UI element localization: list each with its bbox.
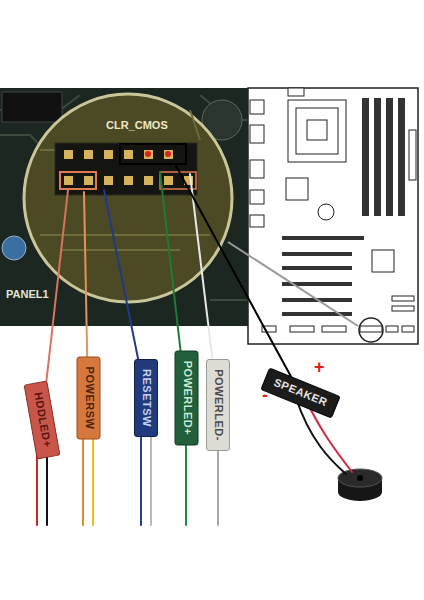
cpu-socket	[296, 108, 338, 154]
cpu-core	[307, 120, 327, 140]
buzzer-hole	[357, 475, 363, 481]
buzzer-top	[338, 469, 382, 487]
header-base	[55, 143, 197, 195]
connector-housing: POWERSW	[76, 357, 100, 440]
connector-label: POWERLED-	[211, 369, 224, 441]
pin-frame	[160, 172, 196, 189]
connector-label: HDDLED+	[31, 391, 54, 448]
atx-power	[409, 130, 416, 180]
connector-housing: POWERLED-	[206, 359, 230, 451]
header-pins	[64, 150, 193, 185]
connector-housing: SPEAKER	[260, 367, 340, 418]
speaker-pins-frame	[120, 144, 186, 164]
connector-label: POWERLED+	[179, 361, 192, 435]
connector-label: RESETSW	[139, 369, 152, 427]
cmos-battery	[318, 204, 334, 220]
connector-housing: POWERLED+	[174, 351, 198, 446]
connector-label: POWERSW	[81, 367, 94, 430]
io-ports	[250, 100, 264, 227]
pin-marker	[145, 151, 151, 157]
polarity-mark: +	[314, 358, 325, 378]
chipset	[372, 250, 394, 272]
cpu-socket	[288, 100, 346, 162]
magnified-traces	[40, 110, 210, 250]
cpu-power	[288, 88, 304, 96]
dimm-slots	[362, 98, 405, 216]
connector-housing: HDDLED+	[24, 380, 61, 459]
connector-label: SPEAKER	[271, 376, 328, 409]
zoom-leader	[228, 242, 358, 326]
connector-housing: RESETSW	[134, 359, 158, 437]
magnifier	[24, 94, 232, 302]
board-outline	[248, 88, 418, 344]
bios-chip	[2, 92, 62, 122]
pcb-photo	[0, 88, 250, 326]
pin-frame	[60, 172, 96, 189]
board-marking: CLR_CMOS	[106, 119, 168, 131]
board-marking: PANEL1	[6, 288, 49, 300]
chip	[286, 178, 308, 200]
pin-marker	[165, 151, 171, 157]
header-highlight	[359, 318, 383, 342]
capacitor	[2, 236, 26, 260]
polarity-mark: -	[262, 386, 268, 406]
